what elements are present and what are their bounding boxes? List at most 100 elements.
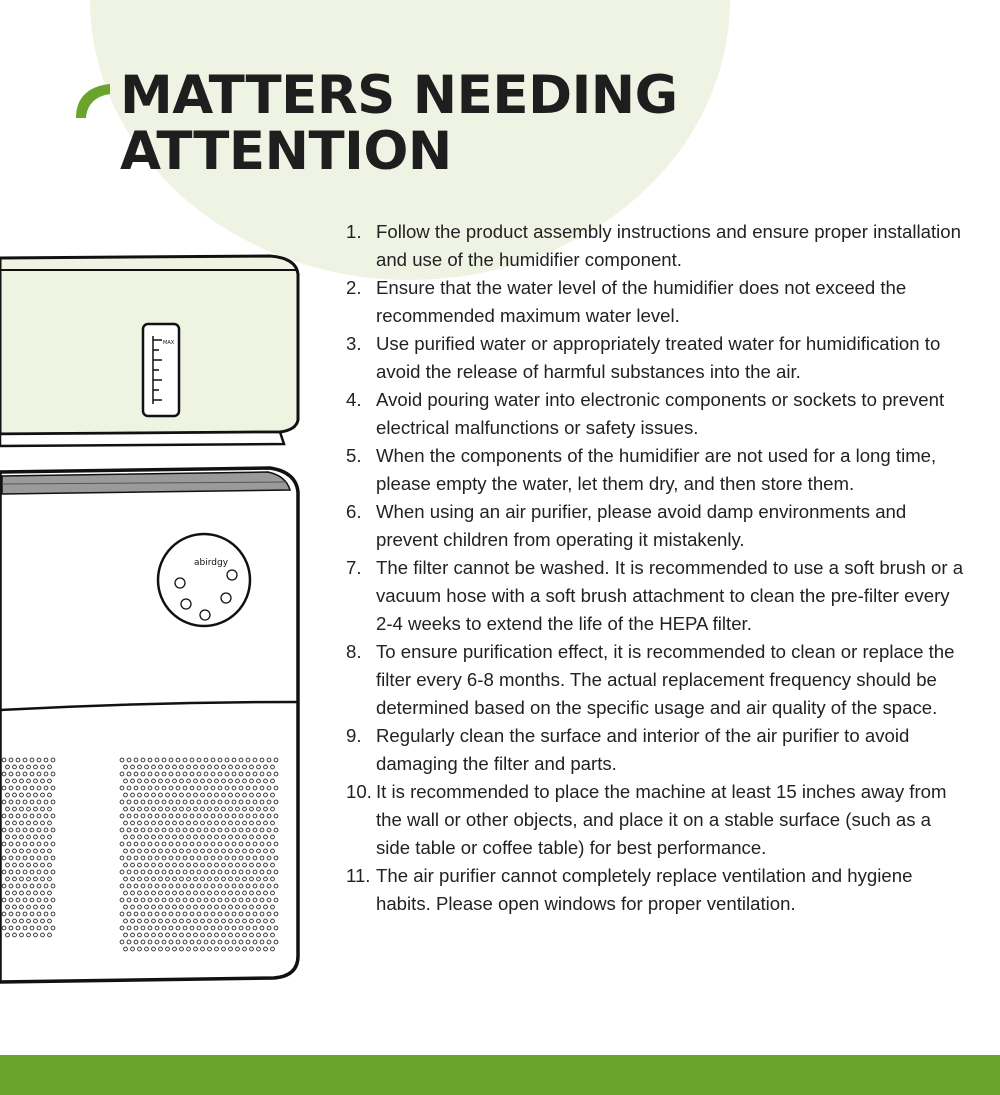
- vent-hole: [29, 813, 35, 819]
- vent-hole: [200, 806, 205, 812]
- vent-hole: [15, 757, 21, 763]
- vent-hole: [161, 939, 167, 945]
- vent-hole: [221, 848, 226, 854]
- vent-hole: [189, 827, 195, 833]
- vent-hole: [238, 869, 244, 875]
- vent-hole: [210, 911, 216, 917]
- vent-hole: [8, 827, 14, 833]
- vent-hole: [168, 813, 174, 819]
- vent-hole: [196, 897, 202, 903]
- vent-hole: [144, 764, 149, 770]
- vent-hole: [8, 799, 14, 805]
- vent-hole: [175, 813, 181, 819]
- vent-hole: [130, 820, 135, 826]
- vent-hole: [182, 939, 188, 945]
- vent-hole: [154, 827, 160, 833]
- vent-hole: [172, 764, 177, 770]
- vent-hole: [140, 911, 146, 917]
- vent-hole: [5, 862, 10, 868]
- vent-hole: [47, 876, 52, 882]
- vent-hole: [242, 876, 247, 882]
- vent-hole: [249, 904, 254, 910]
- vent-hole: [133, 757, 139, 763]
- vent-hole: [147, 757, 153, 763]
- vent-hole: [172, 792, 177, 798]
- vent-hole: [151, 890, 156, 896]
- vent-hole: [203, 827, 209, 833]
- vent-hole: [245, 827, 251, 833]
- vent-hole: [26, 820, 31, 826]
- vent-hole: [133, 883, 139, 889]
- vent-hole: [179, 946, 184, 952]
- vent-hole: [36, 869, 42, 875]
- note-item-6: 6.When using an air purifier, please avo…: [346, 498, 966, 554]
- vent-hole: [172, 918, 177, 924]
- vent-hole: [228, 918, 233, 924]
- vent-hole: [270, 820, 275, 826]
- note-item-9: 9.Regularly clean the surface and interi…: [346, 722, 966, 778]
- vent-hole: [266, 897, 272, 903]
- vent-hole: [175, 799, 181, 805]
- vent-hole: [165, 764, 170, 770]
- vent-hole: [12, 820, 17, 826]
- vent-hole: [165, 862, 170, 868]
- vent-hole: [196, 813, 202, 819]
- vent-hole: [12, 778, 17, 784]
- vent-hole: [242, 918, 247, 924]
- vent-hole: [22, 841, 28, 847]
- vent-hole: [182, 813, 188, 819]
- vent-hole: [154, 911, 160, 917]
- note-number: 10.: [346, 781, 372, 802]
- vent-hole: [154, 883, 160, 889]
- vent-hole: [186, 792, 191, 798]
- vent-hole: [224, 785, 230, 791]
- vent-hole: [133, 869, 139, 875]
- vent-hole: [217, 855, 223, 861]
- vent-hole: [263, 862, 268, 868]
- vent-hole: [151, 778, 156, 784]
- vent-hole: [47, 778, 52, 784]
- vent-hole: [126, 883, 132, 889]
- vent-hole: [242, 834, 247, 840]
- vent-hole: [193, 806, 198, 812]
- vent-hole: [36, 785, 42, 791]
- vent-hole: [263, 876, 268, 882]
- vent-hole: [200, 848, 205, 854]
- vent-hole: [245, 883, 251, 889]
- vent-hole: [5, 876, 10, 882]
- vent-hole: [168, 897, 174, 903]
- vent-hole: [26, 876, 31, 882]
- vent-hole: [193, 792, 198, 798]
- vent-hole: [256, 806, 261, 812]
- vent-hole: [50, 869, 56, 875]
- vent-hole: [130, 890, 135, 896]
- vent-hole: [200, 904, 205, 910]
- vent-hole: [140, 799, 146, 805]
- vent-hole: [165, 890, 170, 896]
- vent-hole: [22, 813, 28, 819]
- vent-hole: [15, 897, 21, 903]
- vent-hole: [252, 939, 258, 945]
- vent-hole: [1, 897, 7, 903]
- vent-hole: [29, 897, 35, 903]
- vent-hole: [179, 792, 184, 798]
- vent-hole: [133, 939, 139, 945]
- vent-hole: [242, 806, 247, 812]
- vent-hole: [19, 890, 24, 896]
- vent-hole: [273, 799, 279, 805]
- vent-hole: [40, 806, 45, 812]
- vent-hole: [182, 911, 188, 917]
- vent-hole: [210, 883, 216, 889]
- vent-hole: [43, 827, 49, 833]
- vent-hole: [172, 904, 177, 910]
- vent-hole: [245, 911, 251, 917]
- vent-hole: [50, 799, 56, 805]
- note-item-1: 1.Follow the product assembly instructio…: [346, 218, 966, 274]
- vent-hole: [270, 904, 275, 910]
- vent-hole: [270, 778, 275, 784]
- vent-hole: [36, 897, 42, 903]
- vent-hole: [29, 855, 35, 861]
- vent-hole: [147, 939, 153, 945]
- control-panel: abirdgy: [156, 532, 252, 628]
- vent-hole: [182, 799, 188, 805]
